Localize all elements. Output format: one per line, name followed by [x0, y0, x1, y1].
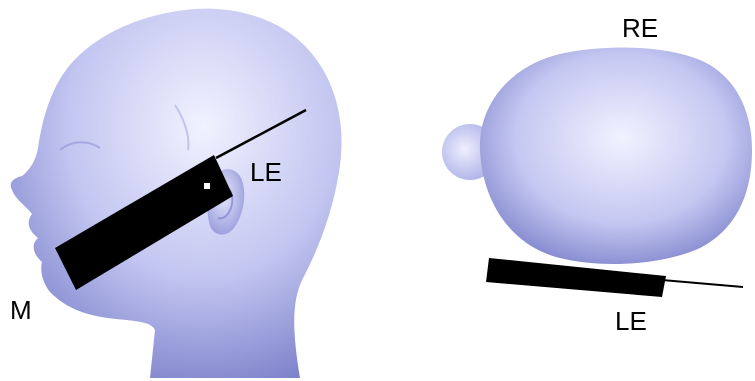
side-view-head-group: M LE — [10, 9, 342, 378]
top-view-phone — [486, 258, 666, 297]
label-right-ear-top: RE — [622, 13, 658, 43]
top-view-head-group: RE LE — [442, 13, 752, 336]
top-view-antenna — [662, 280, 743, 287]
top-view-head — [480, 48, 752, 264]
label-left-ear-top: LE — [615, 306, 647, 336]
label-left-ear-side: LE — [250, 157, 282, 187]
phone-feed-point — [204, 183, 210, 189]
label-mouth: M — [10, 295, 32, 325]
